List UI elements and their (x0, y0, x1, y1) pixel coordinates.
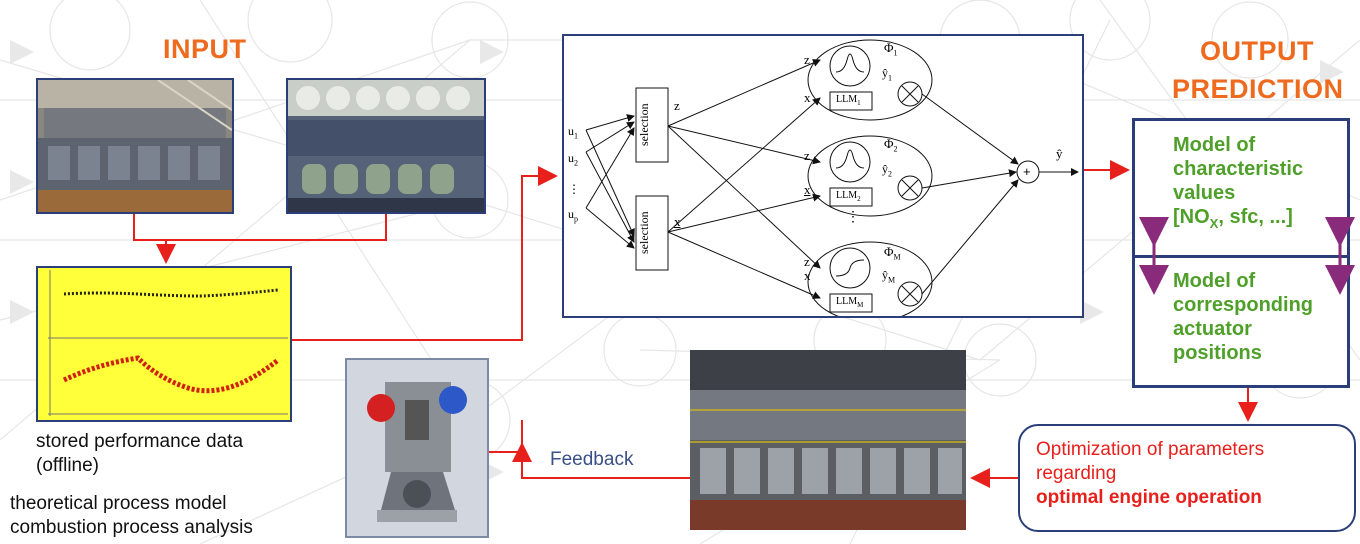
output-heading-line1: OUTPUT (1200, 36, 1314, 66)
output-model-box: Model of characteristic values [NOX, sfc… (1132, 118, 1350, 388)
neuron1-x: x (804, 90, 811, 105)
engine-photo-1-drawing (38, 80, 232, 212)
output-heading-line2: PREDICTION (1172, 74, 1344, 104)
input-vdots: ⋮ (568, 181, 580, 196)
neuron2-yhat: ŷ2 (882, 162, 892, 179)
engine-photo-1 (36, 78, 234, 214)
performance-data-plot (36, 266, 292, 422)
engine-photo-3 (690, 350, 966, 530)
engine-photo-3-drawing (690, 350, 966, 530)
network-lines (585, 39, 1079, 316)
neuron3-phi: ΦM (884, 244, 901, 262)
stored-data-caption: stored performance data (offline) (36, 430, 243, 478)
act-line-4: positions (1173, 342, 1262, 364)
optimization-box: Optimization of parameters regarding opt… (1018, 424, 1356, 532)
sum-symbol: + (1023, 164, 1031, 179)
neuron3-llm: LLMM (836, 296, 864, 309)
neuron1-yhat: ŷ1 (882, 66, 892, 83)
optimization-text: Optimization of parameters regarding opt… (1036, 438, 1264, 510)
neuron2-z: z (804, 148, 810, 163)
char-line-3: values (1173, 182, 1236, 204)
theory-caption: theoretical process model combustion pro… (10, 492, 253, 540)
combustion-model-image (345, 358, 489, 538)
neuron-vdots: ⋮ (846, 208, 860, 224)
output-yhat: ŷ (1056, 146, 1063, 161)
neuron2-x: x (804, 182, 811, 197)
theory-caption-line2: combustion process analysis (10, 517, 253, 538)
char-line-2: characteristic (1173, 158, 1304, 180)
theory-caption-line1: theoretical process model (10, 493, 227, 514)
act-line-3: actuator (1173, 318, 1252, 340)
output-heading: OUTPUT PREDICTION (1172, 32, 1344, 108)
input-up: up (568, 206, 578, 224)
stored-caption-line2: (offline) (36, 455, 100, 476)
neuron2-llm: LLM2 (836, 190, 861, 203)
opt-line-1: Optimization of parameters (1036, 439, 1265, 460)
feedback-label: Feedback (550, 449, 634, 470)
neuron3-yhat: ŷM (882, 268, 896, 285)
neuron1-z: z (804, 52, 810, 67)
input-u2: u2 (568, 151, 578, 168)
opt-line-bold: optimal engine operation (1036, 487, 1262, 508)
neural-network-diagram: u1 u2 ⋮ up selection selection z x z x Φ… (562, 34, 1084, 318)
char-formula: [NOX, sfc, ...] (1173, 206, 1293, 231)
input-heading: INPUT (163, 34, 247, 64)
act-line-1: Model of (1173, 270, 1256, 292)
z-label: z (674, 98, 680, 113)
network-inputs: u1 u2 ⋮ up (568, 120, 580, 230)
neuron1-phi: Φ1 (884, 40, 898, 58)
char-line-1: Model of (1173, 134, 1256, 156)
characteristic-model-text: Model of characteristic values [NOX, sfc… (1173, 133, 1303, 236)
neuron3-z: z (804, 254, 810, 269)
engine-photo-2 (286, 78, 486, 214)
model-box-divider (1135, 255, 1347, 258)
stored-caption-line1: stored performance data (36, 431, 244, 452)
opt-line-2: regarding (1036, 463, 1117, 484)
combustion-model-drawing (347, 360, 487, 536)
engine-photo-2-drawing (288, 80, 484, 212)
neuron1-llm: LLM1 (836, 94, 861, 107)
input-u1: u1 (568, 124, 578, 141)
neuron2-phi: Φ2 (884, 136, 898, 154)
performance-plot-drawing (38, 268, 290, 420)
x-label: x (674, 214, 681, 229)
act-line-2: corresponding (1173, 294, 1314, 316)
neuron3-x: x (804, 268, 811, 283)
actuator-model-text: Model of corresponding actuator position… (1173, 269, 1313, 365)
